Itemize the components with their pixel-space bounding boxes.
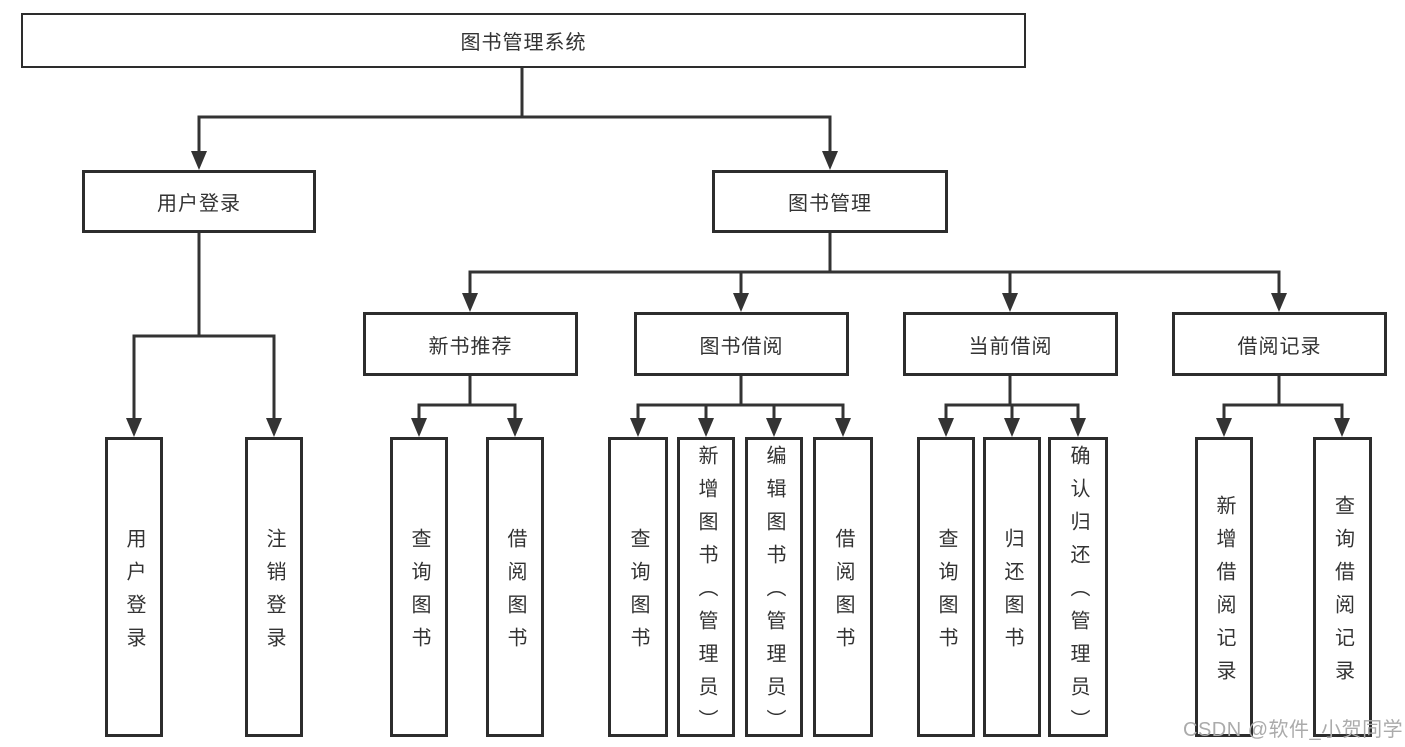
node-leaf-confirm-return-admin: 确认归还（管理员） xyxy=(1048,437,1108,742)
node-label: 查询借阅记录 xyxy=(1331,494,1354,693)
node-current-borrowing: 当前借阅 xyxy=(903,312,1118,376)
node-leaf-user-login: 用户登录 xyxy=(105,437,163,737)
node-leaf-logout: 注销登录 xyxy=(245,437,303,737)
csdn-watermark: CSDN @软件_小贺同学 xyxy=(1183,719,1404,741)
node-label: 新增图书（管理员） xyxy=(695,445,717,742)
node-label: 新增借阅记录 xyxy=(1213,494,1235,693)
node-library-management-system: 图书管理系统 xyxy=(21,13,1026,68)
node-user-login-branch: 用户登录 xyxy=(82,170,316,233)
node-label: 新书推荐 xyxy=(428,335,513,358)
node-leaf-query-books-current: 查询图书 xyxy=(917,437,975,737)
node-label: 编辑图书（管理员） xyxy=(763,445,785,742)
node-leaf-query-books-recommend: 查询图书 xyxy=(390,437,448,737)
node-label: 图书借阅 xyxy=(699,335,784,358)
node-label: 查询图书 xyxy=(408,527,430,660)
node-label: 用户登录 xyxy=(157,193,241,215)
node-borrowing-records: 借阅记录 xyxy=(1172,312,1387,376)
node-label: 图书管理 xyxy=(788,193,872,215)
node-leaf-add-book-admin: 新增图书（管理员） xyxy=(677,437,735,742)
node-leaf-query-borrow-record: 查询借阅记录 xyxy=(1313,437,1372,737)
node-label: 查询图书 xyxy=(627,527,649,660)
node-book-borrowing: 图书借阅 xyxy=(634,312,849,376)
node-label: 归还图书 xyxy=(1001,527,1023,660)
node-label: 用户登录 xyxy=(123,527,145,660)
node-label: 确认归还（管理员） xyxy=(1067,445,1089,742)
node-new-book-recommend: 新书推荐 xyxy=(363,312,578,376)
node-leaf-borrow-books-recommend: 借阅图书 xyxy=(486,437,544,737)
node-label: 借阅记录 xyxy=(1237,335,1322,358)
node-label: 借阅图书 xyxy=(832,527,854,660)
node-label: 当前借阅 xyxy=(968,335,1053,358)
node-book-management-branch: 图书管理 xyxy=(712,170,948,233)
node-leaf-edit-book-admin: 编辑图书（管理员） xyxy=(745,437,803,742)
node-label: 查询图书 xyxy=(935,527,957,660)
node-leaf-add-borrow-record: 新增借阅记录 xyxy=(1195,437,1253,737)
node-label: 图书管理系统 xyxy=(460,32,587,54)
node-label: 注销登录 xyxy=(263,527,285,660)
node-leaf-return-books: 归还图书 xyxy=(983,437,1041,737)
node-leaf-query-books-borrow: 查询图书 xyxy=(608,437,668,737)
node-leaf-borrow-books: 借阅图书 xyxy=(813,437,873,737)
node-label: 借阅图书 xyxy=(504,527,526,660)
